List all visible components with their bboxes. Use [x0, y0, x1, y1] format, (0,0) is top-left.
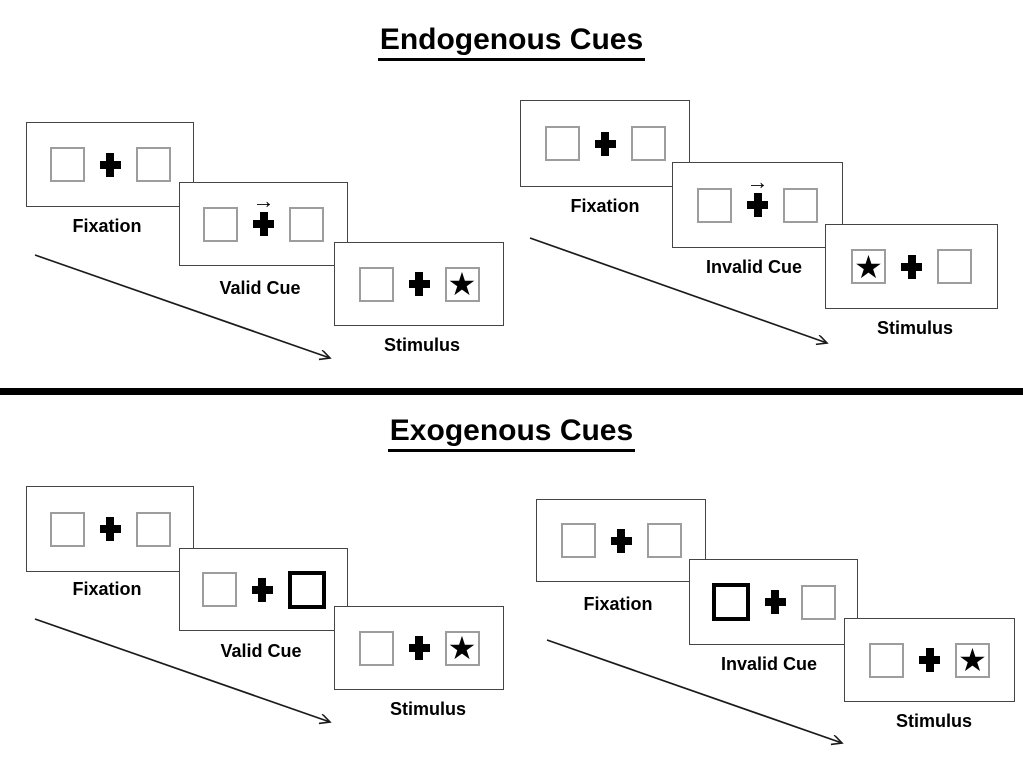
fixation-cross-icon [99, 517, 121, 541]
cue-arrow-icon: → [252, 188, 275, 213]
left-placeholder-square [358, 630, 394, 666]
frame-label: Invalid Cue [705, 257, 803, 277]
frame-label: Fixation [583, 594, 653, 614]
sequence-arrow-endogenous-valid [34, 254, 330, 358]
right-placeholder-square [800, 584, 836, 620]
left-placeholder-square [203, 206, 238, 242]
stimulus-star-icon: ★ [851, 249, 886, 284]
frame-label: Fixation [72, 579, 142, 599]
endogenous-valid-fixation-frame [26, 122, 194, 207]
section-title-exogenous-text: Exogenous Cues [387, 414, 636, 452]
right-placeholder-square [135, 147, 171, 182]
endogenous-invalid-cue-frame: → [672, 162, 843, 248]
exogenous-cue-square [287, 570, 326, 609]
fixation-cross-icon [408, 272, 430, 296]
left-placeholder-square [201, 572, 237, 607]
left-placeholder-square [697, 187, 732, 223]
exogenous-cue-square [711, 583, 750, 621]
frame-label: Stimulus [895, 711, 972, 731]
right-placeholder-square [646, 523, 682, 558]
section-title-endogenous: Endogenous Cues [0, 23, 1023, 61]
fixation-cross-icon: → [253, 190, 275, 236]
right-placeholder-square [937, 249, 972, 284]
section-title-exogenous: Exogenous Cues [0, 414, 1023, 452]
exogenous-valid-cue-frame [179, 548, 348, 631]
endogenous-valid-stimulus-frame: ★ [334, 242, 504, 326]
left-placeholder-square [560, 523, 596, 558]
fixation-cross-icon [764, 590, 786, 614]
fixation-cross-icon [610, 528, 632, 553]
fixation-cross-icon [594, 131, 616, 156]
endogenous-invalid-stimulus-frame: ★ [825, 224, 998, 309]
section-title-endogenous-text: Endogenous Cues [377, 23, 646, 61]
frame-label: Invalid Cue [720, 654, 818, 674]
right-placeholder-square [783, 187, 818, 223]
sequence-arrow-exogenous-valid [34, 618, 330, 722]
fixation-cross-icon [99, 152, 121, 177]
frame-label: Fixation [72, 216, 142, 236]
frame-label: Valid Cue [219, 278, 301, 298]
exogenous-valid-stimulus-frame: ★ [334, 606, 504, 690]
frame-label: Stimulus [389, 699, 466, 719]
exogenous-invalid-cue-frame [689, 559, 858, 645]
sequence-arrow-endogenous-invalid [529, 237, 827, 343]
left-placeholder-square [358, 266, 394, 302]
left-placeholder-square [869, 642, 904, 678]
frame-label: Fixation [570, 196, 640, 216]
fixation-cross-icon [251, 577, 273, 602]
section-divider [0, 388, 1023, 395]
frame-label: Valid Cue [220, 641, 302, 661]
frame-label: Stimulus [876, 318, 953, 338]
stimulus-star-icon: ★ [444, 630, 480, 666]
right-placeholder-square [630, 126, 666, 161]
fixation-cross-icon [408, 636, 430, 660]
left-placeholder-square [544, 126, 580, 161]
left-placeholder-square [49, 511, 85, 547]
left-placeholder-square [49, 147, 85, 182]
fixation-cross-icon [919, 648, 940, 672]
stimulus-star-icon: ★ [444, 266, 480, 302]
exogenous-invalid-stimulus-frame: ★ [844, 618, 1015, 702]
endogenous-valid-cue-frame: → [179, 182, 348, 266]
endogenous-invalid-fixation-frame [520, 100, 690, 187]
right-placeholder-square [289, 206, 324, 242]
frame-label: Stimulus [383, 335, 460, 355]
exogenous-valid-fixation-frame [26, 486, 194, 572]
stimulus-star-icon: ★ [955, 642, 990, 678]
right-placeholder-square [135, 511, 171, 547]
exogenous-invalid-fixation-frame [536, 499, 706, 582]
fixation-cross-icon: → [747, 171, 769, 217]
fixation-cross-icon [901, 254, 922, 279]
cue-arrow-icon: → [746, 169, 769, 194]
